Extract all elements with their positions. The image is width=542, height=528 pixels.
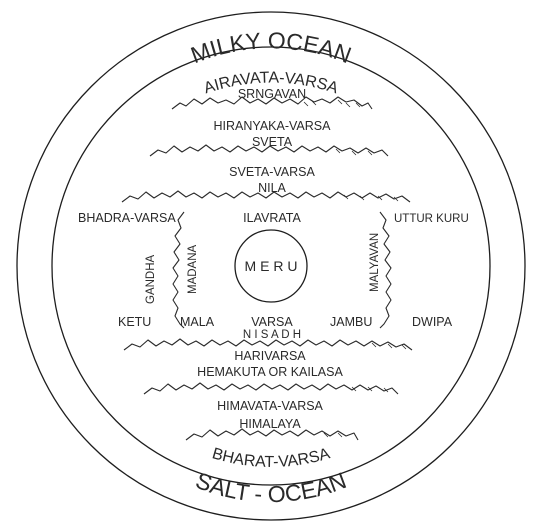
label-nisadh: N I S A D H [243, 329, 301, 341]
label-hemakuta: HEMAKUTA OR KAILASA [197, 365, 343, 379]
mountain-range-malyavan [380, 212, 391, 328]
label-sveta-varsa: SVETA-VARSA [229, 165, 315, 179]
mountain-range-madana [173, 212, 184, 328]
label-uttur-kuru: UTTUR KURU [394, 213, 469, 225]
varsa-label-bharat: BHARAT-VARSA [210, 445, 332, 471]
ocean-label-bottom: SALT - OCEAN [192, 467, 349, 507]
label-nila: NILA [258, 181, 286, 195]
label-dwipa: DWIPA [412, 315, 453, 329]
label-ketu: KETU [118, 315, 151, 329]
label-sveta: SVETA [252, 135, 293, 149]
label-harivarsa: HARIVARSA [234, 349, 306, 363]
label-himalaya: HIMALAYA [239, 417, 301, 431]
label-ilavrata: ILAVRATA [243, 211, 301, 225]
label-bhadra-varsa: BHADRA-VARSA [78, 211, 176, 225]
label-madana: MADANA [187, 244, 199, 294]
mountain-range-hemakuta [144, 383, 398, 394]
label-himavata-varsa: HIMAVATA-VARSA [217, 399, 323, 413]
label-meru: M E R U [245, 258, 298, 274]
label-mala: MALA [180, 315, 215, 329]
ocean-label-top: MILKY OCEAN [187, 27, 355, 68]
label-jambu: JAMBU [330, 315, 372, 329]
label-hiranyaka-varsa: HIRANYAKA-VARSA [214, 119, 332, 133]
label-varsa: VARSA [251, 315, 293, 329]
label-malyavan: MALYAVAN [369, 233, 381, 292]
label-gandha: GANDHA [145, 254, 157, 304]
label-srngavan: SRNGAVAN [238, 87, 306, 101]
